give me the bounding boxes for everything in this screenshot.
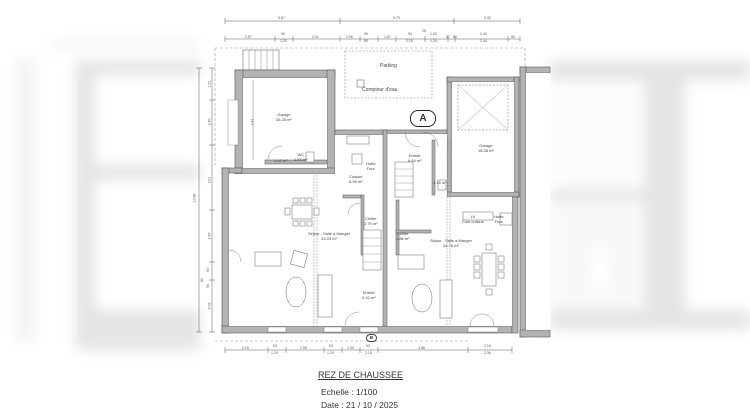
dim-left-inner: 4.31 bbox=[250, 118, 255, 126]
dim-bottom: 4.58 bbox=[418, 346, 425, 350]
section-marker-b: B bbox=[366, 334, 377, 342]
dim-bottom: 1.20 bbox=[327, 351, 334, 355]
dim-left: 3.01 bbox=[207, 176, 212, 184]
dim-left-overall: 10.80 bbox=[192, 193, 197, 203]
dim-detail: 2.15 bbox=[406, 39, 413, 43]
dim-detail: 2.41 bbox=[312, 35, 319, 39]
room-name: Cellier bbox=[365, 216, 377, 221]
section-marker-a: A bbox=[410, 110, 436, 127]
dim-left: 2.45 bbox=[207, 232, 212, 240]
dim-bottom: 2.36 bbox=[484, 351, 491, 355]
dim-top-2: 5.79 bbox=[393, 16, 400, 20]
dim-detail: 90 bbox=[364, 32, 368, 36]
room-area: 34.75 m² bbox=[443, 243, 459, 248]
dim-bottom: 2.15 bbox=[365, 351, 372, 355]
room-name: Entrée bbox=[362, 290, 375, 295]
left-dimension-lines bbox=[196, 67, 215, 333]
drawing-scale: Echelle : 1/100 bbox=[321, 387, 378, 397]
parking-area bbox=[344, 50, 433, 99]
dim-bottom: 93 bbox=[366, 344, 370, 348]
room-name: Séjour - Salle à Manger bbox=[430, 238, 473, 243]
dim-left: 94 bbox=[205, 268, 210, 272]
room-area: 1.54 m² bbox=[294, 157, 308, 162]
dim-bottom: 2.18 bbox=[484, 344, 491, 348]
dim-detail: 25 bbox=[422, 29, 426, 33]
dim-detail: 1.00 bbox=[430, 32, 437, 36]
room-name: WC bbox=[297, 152, 305, 157]
dim-left: 2.03 bbox=[207, 302, 212, 310]
dim-detail: 1.20 bbox=[280, 39, 287, 43]
bottom-dimension-lines bbox=[224, 347, 513, 353]
dim-left: 2.40 bbox=[207, 118, 212, 126]
dim-bottom: 2.15 bbox=[242, 346, 249, 350]
room-area: 2.79 m² bbox=[364, 221, 378, 226]
room-area: 1.86 m² bbox=[396, 236, 410, 241]
dim-detail: 50 bbox=[453, 35, 457, 39]
room-hotte-four-left: Hotte Four bbox=[366, 161, 376, 171]
room-area: 8.95 m² bbox=[349, 179, 363, 184]
room-area: 1.15 m² bbox=[433, 180, 447, 185]
dim-bottom: 93 bbox=[329, 344, 333, 348]
dim-detail: 2.44 bbox=[480, 39, 487, 43]
dim-bottom: 1.20 bbox=[271, 351, 278, 355]
dim-bottom: 93 bbox=[273, 344, 277, 348]
room-area: 18.58 m² bbox=[478, 148, 494, 153]
door-swings bbox=[228, 131, 495, 327]
room-area: 1.02 m² bbox=[274, 158, 288, 163]
room-area: 16.28 m² bbox=[276, 117, 292, 122]
room-name: Garage bbox=[277, 112, 291, 117]
dim-detail: 1.67 bbox=[384, 35, 391, 39]
dim-detail: 2.40 bbox=[480, 32, 487, 36]
dim-left: 80 bbox=[199, 278, 204, 282]
parking-label: Parking bbox=[380, 63, 397, 69]
room-name: Cellier bbox=[397, 231, 409, 236]
dim-detail: 80 bbox=[364, 39, 368, 43]
drawing-title: REZ DE CHAUSSEE bbox=[318, 370, 404, 380]
dim-bottom: 1.00 bbox=[347, 346, 354, 350]
drawing-date: Date : 21 / 10 / 2025 bbox=[321, 400, 399, 410]
dim-left: 1.51 bbox=[207, 80, 212, 88]
room-coin-cuisine: LV Coin cuisine bbox=[462, 214, 484, 224]
water-meter-label: Compteur d'eau bbox=[362, 87, 398, 93]
room-wc-right: 1.15 m² bbox=[433, 180, 447, 185]
blurred-plan-background-right bbox=[550, 60, 750, 330]
dim-detail: 2.57 bbox=[245, 35, 252, 39]
room-area: 6.64 m² bbox=[408, 158, 422, 163]
water-meter-box bbox=[356, 79, 365, 88]
dim-detail: 1.06 bbox=[346, 35, 353, 39]
room-hotte-four-right: Hotte Four bbox=[494, 214, 504, 224]
blurred-plan-background-left bbox=[15, 40, 200, 350]
dim-left: 90 bbox=[205, 284, 210, 288]
room-name: Entrée bbox=[408, 153, 421, 158]
furniture bbox=[254, 135, 513, 319]
dim-detail: 90 bbox=[281, 32, 285, 36]
room-area: 43.03 m² bbox=[321, 236, 337, 241]
room-closet-left: 1.02 m² bbox=[274, 158, 288, 163]
dim-detail: 93 bbox=[408, 32, 412, 36]
room-name: Cuisine bbox=[349, 174, 363, 179]
dim-detail: 1.20 bbox=[430, 39, 437, 43]
top-dimension-lines bbox=[224, 18, 521, 42]
dim-detail: 37 bbox=[446, 35, 450, 39]
room-area: 3.10 m² bbox=[362, 295, 376, 300]
dim-detail: 50 bbox=[511, 35, 515, 39]
dim-bottom: 1.95 bbox=[300, 346, 307, 350]
dim-top-3: 3.40 bbox=[484, 16, 491, 20]
room-name: Séjour - Salle à Manger bbox=[308, 231, 351, 236]
dim-top-1: 5.67 bbox=[278, 16, 285, 20]
room-name: Garage bbox=[479, 143, 493, 148]
